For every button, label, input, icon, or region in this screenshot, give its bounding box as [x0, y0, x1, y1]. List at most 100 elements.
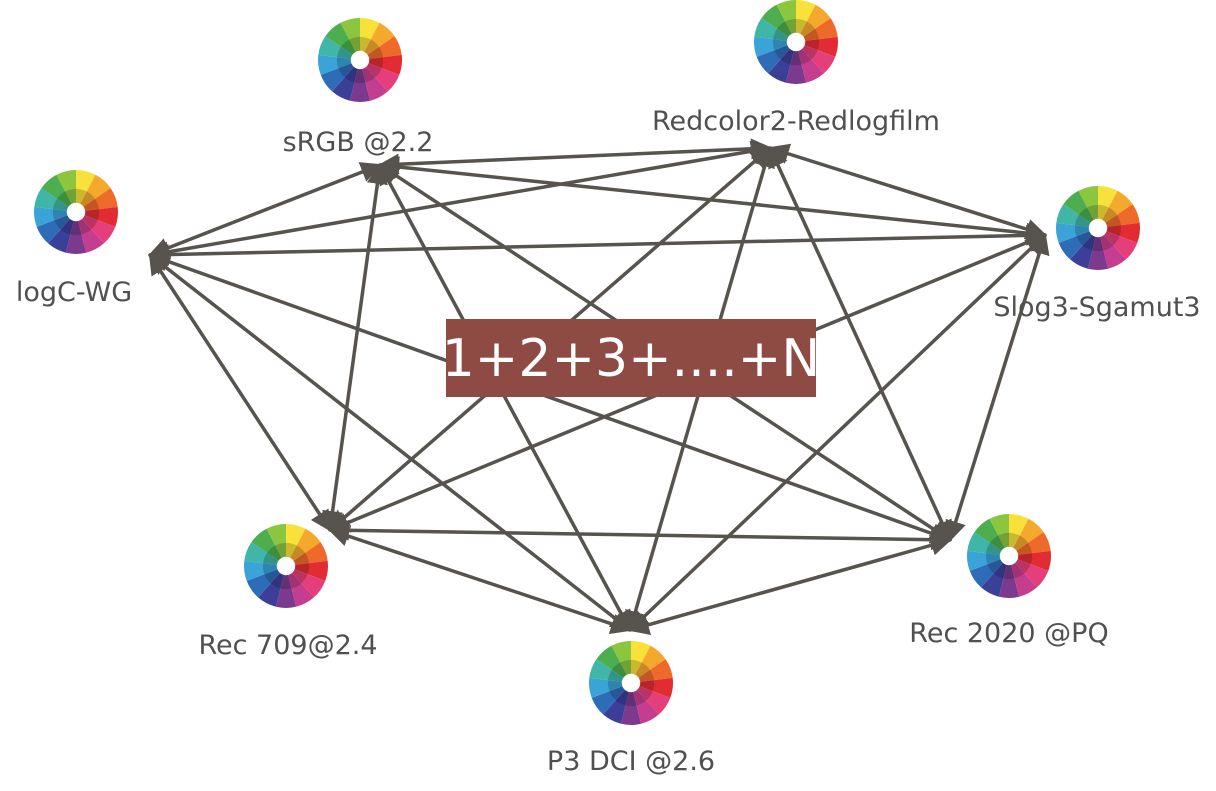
wheel-center-hole [276, 556, 296, 576]
wheel-segment [1070, 228, 1098, 269]
wheel-segment [246, 566, 286, 598]
node-label-slog3: Slog3-Sgamut3 [993, 292, 1200, 323]
wheel-segment [76, 212, 104, 253]
color-wheel-icon [967, 514, 1051, 598]
wheel-segment [332, 60, 360, 101]
wheel-segment [631, 683, 659, 724]
wheel-segment [56, 170, 76, 212]
wheel-segment [1098, 222, 1140, 243]
wheel-segment [36, 212, 76, 244]
wheel-segment [1098, 186, 1118, 228]
color-wheel-icon [317, 18, 402, 103]
wheel-segment [1087, 228, 1109, 270]
edge-slog3-rec2020 [945, 232, 1050, 543]
wheel-center-hole [66, 202, 86, 222]
wheel-segment [1009, 518, 1044, 556]
wheel-segment [360, 60, 400, 92]
edge-logc-rec2020 [148, 251, 952, 544]
wheel-segment [317, 54, 360, 75]
edge-logc-p3 [148, 253, 632, 632]
wheel-segment [1078, 186, 1098, 228]
wheel-segment [785, 42, 807, 84]
wheel-segment [41, 174, 76, 212]
wheel-segment [796, 4, 831, 42]
wheel-segment [325, 22, 360, 61]
wheel-segment [589, 659, 631, 683]
wheel-segment [76, 174, 111, 212]
wheel-segment [360, 54, 402, 75]
wheel-segment [776, 0, 796, 42]
wheel-segment [631, 641, 651, 683]
wheel-segment [796, 42, 836, 74]
wheel-center-hole [1088, 218, 1108, 238]
wheel-segment [76, 212, 116, 244]
edge-logc-rec709 [148, 253, 332, 532]
edge-p3-rec2020 [627, 535, 953, 635]
wheel-segment [754, 18, 796, 42]
wheel-segment [631, 677, 674, 698]
wheel-segment [258, 566, 286, 607]
wheel-segment [286, 560, 329, 581]
edge-redcolor-logc [147, 140, 773, 263]
wheel-segment [48, 212, 76, 253]
wheel-center-hole [621, 673, 641, 693]
wheel-segment [1009, 556, 1037, 597]
wheel-segment [754, 36, 796, 57]
wheel-segment [65, 212, 87, 254]
wheel-segment [1098, 228, 1138, 260]
wheels-layer [34, 0, 1140, 726]
wheel-segment [318, 36, 360, 60]
node-label-srgb: sRGB @2.2 [283, 127, 434, 158]
wheel-segment [768, 42, 796, 83]
color-wheel-icon [754, 0, 839, 84]
wheel-segment [1098, 228, 1126, 269]
wheel-segment [796, 0, 816, 42]
wheel-segment [631, 659, 673, 683]
wheel-segment [591, 683, 631, 715]
wheel-segment [251, 528, 286, 566]
wheel-segment [266, 524, 286, 566]
wheel-segment [286, 524, 306, 566]
wheel-segment [286, 528, 321, 566]
edge-rec709-rec2020 [327, 519, 953, 551]
wheel-segment [34, 206, 76, 227]
wheel-segment [1009, 556, 1049, 588]
node-label-rec2020: Rec 2020 @PQ [909, 618, 1108, 649]
wheel-segment [349, 60, 371, 103]
edge-srgb-logc [148, 162, 382, 258]
wheel-segment [1063, 190, 1098, 228]
wheel-segment [275, 566, 297, 608]
wheel-segment [1009, 550, 1051, 571]
wheel-segment [76, 188, 118, 212]
node-label-logc: logC-WG [16, 277, 132, 308]
wheel-segment [756, 42, 796, 74]
wheel-segment [243, 560, 286, 581]
center-formula-box: 1+2+3+....+N [442, 319, 820, 397]
wheel-segment [286, 566, 314, 607]
wheel-center-hole [350, 50, 370, 70]
wheel-segment [1058, 228, 1098, 260]
wheel-segment [286, 566, 326, 598]
wheel-segment [631, 645, 666, 683]
wheel-segment [589, 677, 631, 698]
labels-layer: sRGB @2.2 Redcolor2-Redlogfilm logC-WG S… [16, 106, 1201, 777]
wheel-segment [796, 42, 824, 83]
wheel-segment [286, 542, 328, 566]
wheel-segment [974, 518, 1009, 556]
wheel-segment [1009, 514, 1029, 556]
color-wheel-icon [243, 524, 329, 608]
wheel-segment [320, 60, 360, 92]
wheel-segment [796, 18, 838, 42]
wheel-segment [76, 170, 96, 212]
wheel-segment [360, 36, 402, 60]
wheel-segment [967, 550, 1009, 571]
node-label-p3: P3 DCI @2.6 [547, 746, 715, 777]
center-formula-background [446, 319, 816, 397]
wheel-segment [989, 514, 1009, 556]
wheel-segment [1056, 204, 1098, 228]
wheel-segment [360, 18, 380, 60]
wheel-segment [1098, 204, 1140, 228]
wheel-segment [981, 556, 1009, 597]
wheel-center-hole [999, 546, 1019, 566]
edge-rec709-p3 [328, 526, 632, 634]
